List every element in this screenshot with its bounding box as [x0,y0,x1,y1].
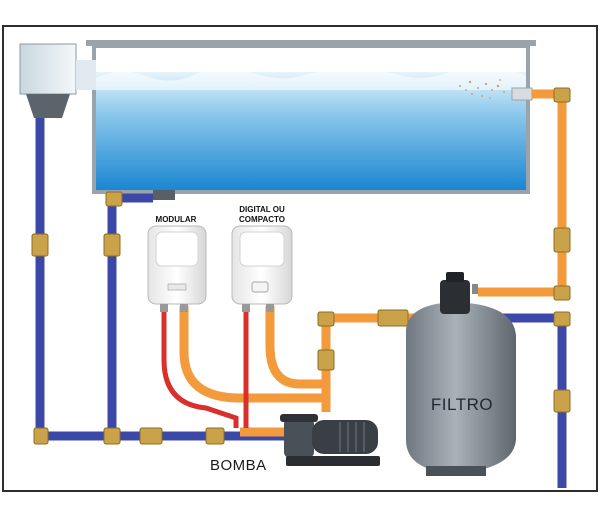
filter-base [426,466,486,476]
label-modular: MODULAR [156,215,197,224]
heater-modular [147,225,207,312]
pump-motor [312,420,378,454]
filter-tank [406,302,516,470]
label-bomba: BOMBA [210,457,267,474]
tee-fitting [103,427,121,445]
pump-base [286,456,380,466]
skimmer-body [19,43,77,95]
drain-elbow [105,191,123,207]
heater1-orange-pipe [179,306,324,403]
filter-valve-body [440,280,470,314]
heater-modular-pipe-stub-right [180,304,188,312]
filter-inlet-valve [377,309,409,327]
red-hot-pipes [161,306,249,428]
skimmer-basket [26,94,70,118]
blue-pipe-fittings [31,191,571,445]
heater-digital-pipe-stub-right [266,304,274,312]
pool [86,40,536,200]
heater-digital [231,225,293,312]
skimmer [19,43,96,118]
return-jet-bubbles [459,79,505,99]
elbow-fitting [33,427,49,445]
heater-modular-logo [167,283,187,291]
label-digital-line2: COMPACTO [239,215,285,224]
suction-valve [139,427,163,445]
pump-outlet-elbow [317,311,335,327]
pump-outlet-valve [317,349,335,371]
return-lower-elbow [553,285,571,301]
return-valve [553,227,571,253]
pump-strainer [284,418,314,458]
label-filtro: FILTRO [431,395,493,414]
heater-digital-display [251,281,269,293]
pump [280,414,380,466]
skimmer-mouth [76,60,96,90]
water-surface-wave [96,65,526,90]
heater2-orange-pipe [265,306,324,389]
filter-pressure-gauge [472,284,478,294]
pool-water [96,72,526,190]
heater1-red-pipe [161,306,239,428]
sand-filter [406,272,516,476]
floor-drain [153,190,175,200]
pump-lid [280,414,318,422]
filter-drain-valve [553,389,571,413]
return-pipe [478,89,567,297]
return-nozzle [511,87,533,101]
return-elbow [553,87,571,103]
skimmer-valve [31,233,49,257]
pool-coping [86,40,536,46]
heater-modular-panel [155,231,199,267]
heater-digital-pipe-stub-left [242,304,250,312]
pump-inlet-union [205,427,225,445]
heater-digital-panel [239,231,285,267]
heater-modular-pipe-stub-left [160,304,168,312]
filter-valve-handle [446,272,464,282]
filter-drain-elbow [553,311,571,327]
drain-valve [103,233,121,257]
label-digital-line1: DIGITAL OU [239,205,285,214]
pump-motor-fins [339,422,365,452]
orange-pipe-fittings [317,87,571,371]
